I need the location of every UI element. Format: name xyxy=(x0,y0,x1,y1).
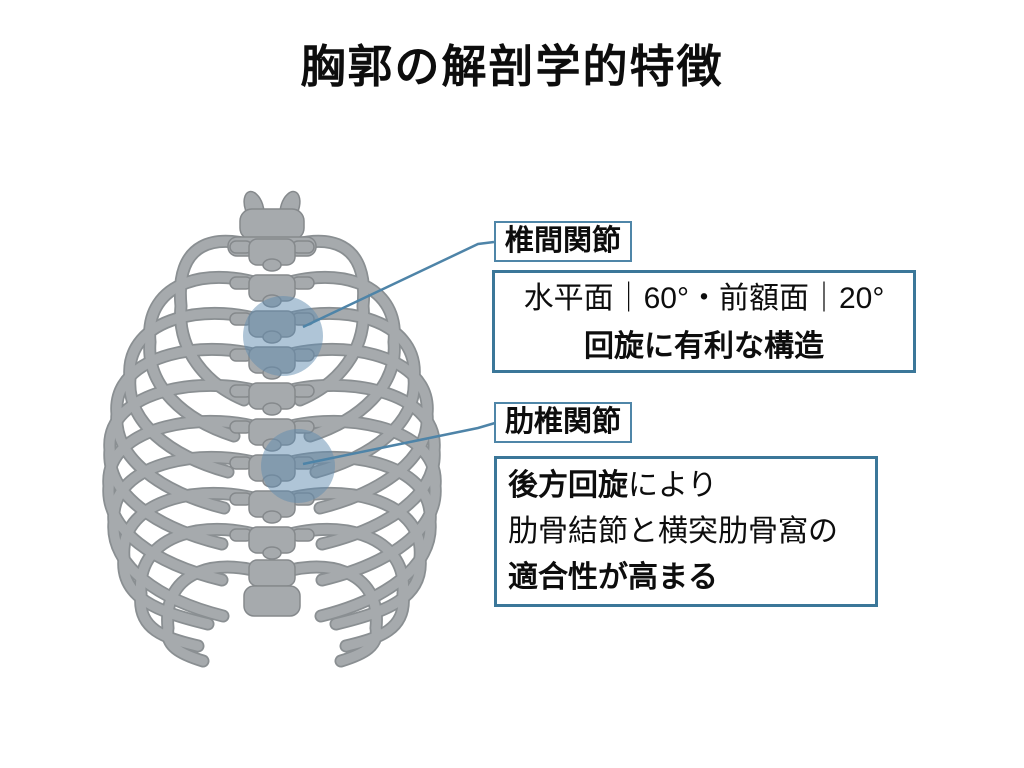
callout-box-intervertebral-joint: 水平面｜60°・前額面｜20° 回旋に有利な構造 xyxy=(492,270,916,373)
page-title: 胸郭の解剖学的特徴 xyxy=(300,41,724,92)
rib-fills xyxy=(104,236,440,666)
costovertebral-joint-highlight xyxy=(261,429,335,503)
intervertebral-rotation-text: 回旋に有利な構造 xyxy=(584,330,824,363)
intervertebral-angles-text: 水平面｜60°・前額面｜20° xyxy=(523,282,885,315)
leader-line-costovertebral xyxy=(302,421,496,466)
posterior-rotation-term: 後方回旋 xyxy=(508,469,628,502)
posterior-rotation-rest: により xyxy=(628,469,718,502)
intervertebral-joint-highlight xyxy=(243,296,323,376)
costovertebral-line-3: 適合性が高まる xyxy=(508,561,718,594)
callout-label-intervertebral-joint: 椎間関節 xyxy=(494,221,633,262)
costovertebral-line-1: 後方回旋により xyxy=(508,463,875,509)
leader-line-intervertebral xyxy=(302,240,495,329)
callout-box-costovertebral-joint: 後方回旋により 肋骨結節と横突肋骨窩の 適合性が高まる xyxy=(494,456,878,607)
callout-label-costovertebral-joint: 肋椎関節 xyxy=(494,402,633,443)
costovertebral-line-2: 肋骨結節と横突肋骨窩の xyxy=(508,515,838,548)
